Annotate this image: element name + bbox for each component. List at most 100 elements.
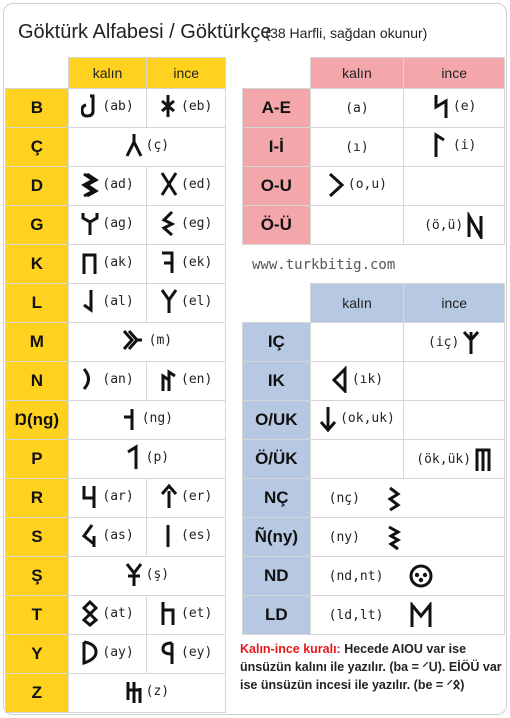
table-row: Ö-Ü(ö,ü) [242,205,505,245]
kalin-sound: (ad) [102,177,134,192]
ince-cell: (iç) [403,322,505,362]
table-row: M (m) [5,322,227,362]
ince-sound: (e) [452,99,477,114]
table-row: Ş(ş) [5,556,227,596]
table-row: Ç(ç) [5,127,227,167]
letter-cell: S [5,517,69,557]
letter-cell: B [5,88,69,128]
table-row: A-E (a) (e) [242,88,505,128]
letter-cell: Z [5,673,69,713]
ince-sound: (en) [181,372,213,387]
kalin-cell: (ar) [67,478,148,518]
letter-cell: D [5,166,69,206]
kalin-cell: (as) [67,517,148,557]
table-row: IÇ(iç) [242,322,505,362]
letter-cell: O/UK [242,400,311,440]
ded-glyph-icon [160,171,178,198]
table-row: O/UK(ok,uk) [242,400,505,440]
kalin-sound: (ık) [351,372,384,387]
kalin-cell: (an) [67,361,148,401]
kalin-cell: (ab) [67,88,148,128]
ince-sound: (eg) [181,216,213,231]
sas-glyph-icon [81,522,99,549]
letter-cell: M [5,322,69,362]
letter-cell: Ö/ÜK [242,439,311,479]
ik-glyph-icon [331,366,349,393]
kek-glyph-icon [160,249,178,276]
ince-cell: (en) [146,361,226,401]
ince-sound: (eb) [181,99,213,114]
kalin-sound: (ak) [102,255,134,270]
letter-cell: Ŋ(ng) [5,400,69,440]
vowel-header-ince: ince [403,57,505,89]
nch-glyph-icon [386,485,404,512]
compound-header-kalin: kalın [309,283,405,323]
ince-sound: (et) [181,606,213,621]
shared-cell: (nd,nt) [309,556,506,596]
shared-sound: (m) [148,333,173,348]
m-glyph-icon [122,327,146,354]
shared-sound: (ny) [328,529,360,545]
z-glyph-icon [125,678,143,705]
letter-cell: P [5,439,69,479]
kalin-cell: (a) [309,88,405,128]
header-spacer [6,58,69,89]
tet-glyph-icon [160,600,178,627]
vowel-table: kalın ince A-E(a)(e)I-İ(ı)(i)O-U(o,u)Ö-Ü… [242,57,505,245]
kalin-sound: (as) [102,528,134,543]
lal-glyph-icon [81,288,99,315]
compound-table: kalın ince IÇ(iç)IK(ık)O/UK(ok,uk)Ö/ÜK(ö… [242,283,506,635]
rule-label: Kalın-ince kuralı: [240,642,341,656]
ld-glyph-icon [409,601,433,629]
table-row: NÇ(nç) [242,478,506,518]
table-row: G(ag)(eg) [5,205,226,245]
ince-sound: (i) [452,138,477,153]
p-glyph-icon [125,444,143,471]
ny-glyph-icon [386,524,404,551]
kalin-ince-rule: Kalın-ince kuralı: Hecede AIOU var ise ü… [240,641,502,694]
kalin-cell: (ak) [67,244,148,284]
kalin-cell: (o,u) [309,166,405,206]
table-row: Ö/ÜK (ök,ük) [242,439,505,479]
beb-glyph-icon [160,93,178,120]
kalin-cell: (al) [67,283,148,323]
ae-glyph-icon [432,93,450,120]
ince-sound: (ö,ü) [424,217,464,233]
vowel-header-kalin: kalın [309,57,405,89]
consonant-table: kalın ince B(ab)(eb)Ç(ç)D(ad)(ed)G(ag)(e… [5,57,227,713]
table-row: Y(ay)(ey) [5,634,226,674]
kalin-sound: (a) [345,101,369,116]
table-row: P(p) [5,439,227,479]
kalin-cell: (ık) [309,361,405,401]
gag-glyph-icon [81,210,99,237]
lel-glyph-icon [160,288,178,315]
ince-cell: (ök,ük) [403,439,505,479]
letter-cell: N [5,361,69,401]
letter-cell: A-E [242,88,311,128]
table-row: D(ad)(ed) [5,166,226,206]
table-row: Ñ(ny)(ny) [242,517,506,557]
shared-cell: (ld,lt) [309,595,506,635]
ince-cell: (et) [146,595,226,635]
ince-cell: (eb) [146,88,226,128]
sh-glyph-icon [125,561,143,588]
letter-cell: LD [242,595,311,635]
website-url: www.turkbitig.com [252,257,396,273]
ince-cell: (er) [146,478,226,518]
kalin-cell: (ok,uk) [309,400,405,440]
shared-cell: (ç) [67,127,227,167]
table-row: L(al)(el) [5,283,226,323]
table-row: B(ab) (eb) [5,88,226,128]
ou2-glyph-icon [466,211,484,239]
letter-cell: NÇ [242,478,311,518]
header-spacer [243,58,311,89]
kalin-cell: (at) [67,595,148,635]
shared-sound: (ng) [141,411,174,426]
ince-sound: (es) [181,528,213,543]
table-row: LD(ld,lt) [242,595,506,635]
nen-glyph-icon [160,366,178,393]
letter-cell: I-İ [242,127,311,167]
table-row: N(an) (en) [5,361,226,401]
kalin-sound: (ag) [102,216,134,231]
letter-cell: ND [242,556,311,596]
